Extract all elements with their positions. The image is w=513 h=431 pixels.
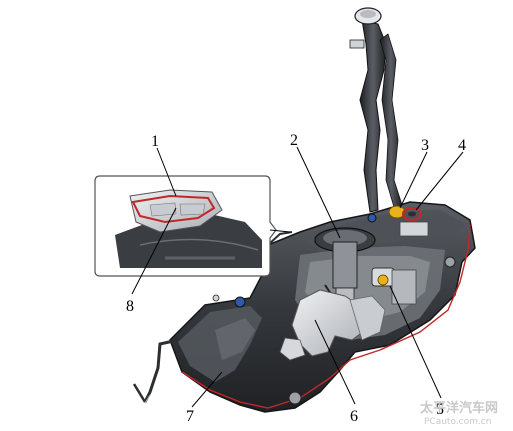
callout-8: 8 <box>126 298 134 315</box>
tank-seam <box>181 224 471 409</box>
callout-labels: 1 2 3 4 5 6 7 8 <box>126 132 466 425</box>
filler-neck <box>349 7 403 213</box>
callout-2: 2 <box>290 132 298 149</box>
baffle-housing <box>279 289 386 361</box>
vent-valve <box>388 205 429 237</box>
callout-3: 3 <box>421 137 429 154</box>
vent-line <box>132 231 293 404</box>
callout-4: 4 <box>458 137 466 154</box>
watermark: 太平洋汽车网 PCauto.com.cn <box>419 400 498 427</box>
level-sensor <box>371 267 417 305</box>
sealing-ring <box>401 206 423 222</box>
watermark-title: 太平洋汽车网 <box>419 400 498 416</box>
callout-6: 6 <box>350 408 358 425</box>
inset-pointer <box>269 229 291 233</box>
watermark-url: PCauto.com.cn <box>424 417 491 427</box>
callout-7: 7 <box>186 408 194 425</box>
leader-lines <box>131 146 464 408</box>
callout-1: 1 <box>151 133 159 150</box>
detail-inset <box>94 175 277 277</box>
callout-5: 5 <box>436 401 444 418</box>
